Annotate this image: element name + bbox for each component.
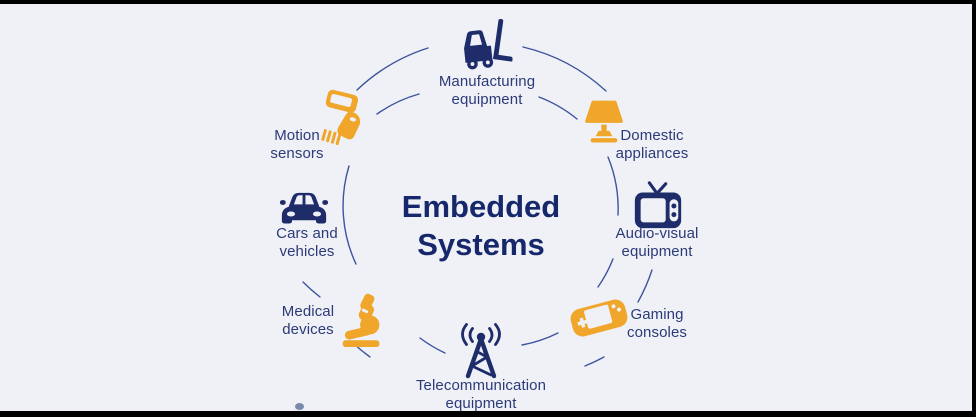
- label-line: equipment: [451, 91, 523, 108]
- barcode-scanner-icon: [318, 86, 378, 150]
- label-line: Telecommunication: [415, 377, 547, 394]
- stray-ink-dot: [295, 403, 304, 410]
- manufacturing-equipment-label: Manufacturing equipment: [402, 73, 572, 109]
- label-line: appliances: [615, 145, 689, 162]
- label-line: sensors: [270, 145, 324, 162]
- telecommunication-equipment-label: Telecommunication equipment: [396, 377, 566, 413]
- label-line: Cars and: [276, 225, 338, 242]
- motion-sensors-label: Motion sensors: [212, 127, 382, 163]
- audio-visual-equipment-label: Audio-visual equipment: [572, 225, 742, 261]
- top-frame-bar: [0, 0, 976, 4]
- tv-icon: [630, 178, 686, 232]
- label-line: Domestic: [620, 127, 684, 144]
- right-frame-bar: [972, 0, 976, 417]
- title-line: Embedded: [401, 189, 561, 224]
- title-line: Systems: [417, 227, 545, 262]
- gaming-consoles-label: Gaming consoles: [572, 306, 742, 342]
- forklift-icon: [458, 16, 516, 76]
- medical-devices-label: Medical devices: [223, 303, 393, 339]
- label-line: Gaming: [630, 306, 684, 323]
- lamp-icon: [579, 97, 629, 147]
- label-line: vehicles: [279, 243, 335, 260]
- radio-tower-icon: [451, 320, 511, 382]
- diagram-title: Embedded Systems: [331, 188, 631, 264]
- label-line: Medical: [281, 303, 335, 320]
- car-icon: [277, 176, 331, 228]
- gamepad-icon: [568, 293, 630, 343]
- label-line: devices: [282, 321, 334, 338]
- label-line: Manufacturing: [438, 73, 536, 90]
- label-line: Audio-visual: [615, 225, 699, 242]
- cars-and-vehicles-label: Cars and vehicles: [222, 225, 392, 261]
- domestic-appliances-label: Domestic appliances: [567, 127, 737, 163]
- label-line: consoles: [626, 324, 687, 341]
- microscope-icon: [336, 292, 390, 350]
- label-line: equipment: [445, 395, 517, 412]
- label-line: equipment: [621, 243, 693, 260]
- label-line: Motion: [274, 127, 320, 144]
- bottom-frame-bar: [0, 411, 976, 417]
